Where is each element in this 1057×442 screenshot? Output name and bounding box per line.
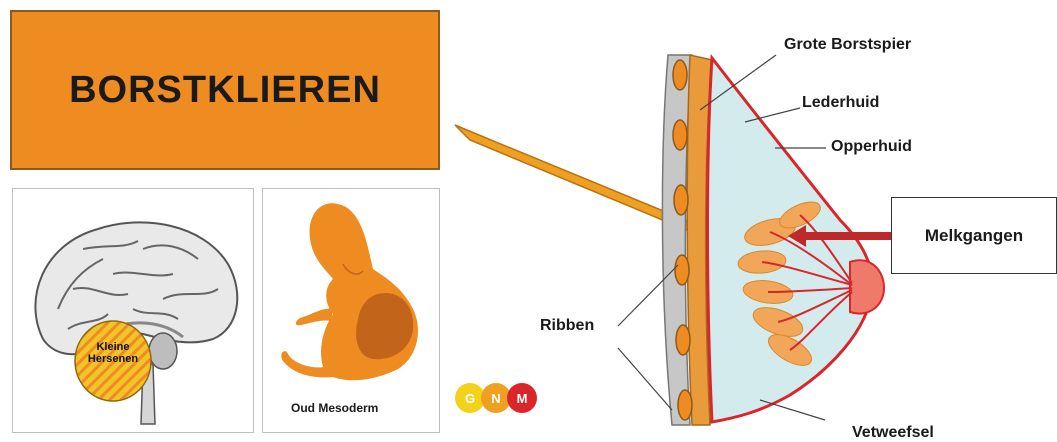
opperhuid-label: Opperhuid	[831, 138, 912, 156]
melkgangen-box: Melkgangen	[891, 197, 1057, 274]
grote-borstspier-label: Grote Borstspier	[784, 36, 911, 54]
vetweefsel-label: Vetweefsel	[852, 424, 934, 442]
melkgangen-label: Melkgangen	[925, 226, 1023, 246]
logo-letter-m: M	[507, 383, 537, 413]
gnm-logo: G N M	[455, 383, 533, 413]
ribben-label: Ribben	[540, 317, 594, 335]
lederhuid-label: Lederhuid	[802, 94, 879, 112]
